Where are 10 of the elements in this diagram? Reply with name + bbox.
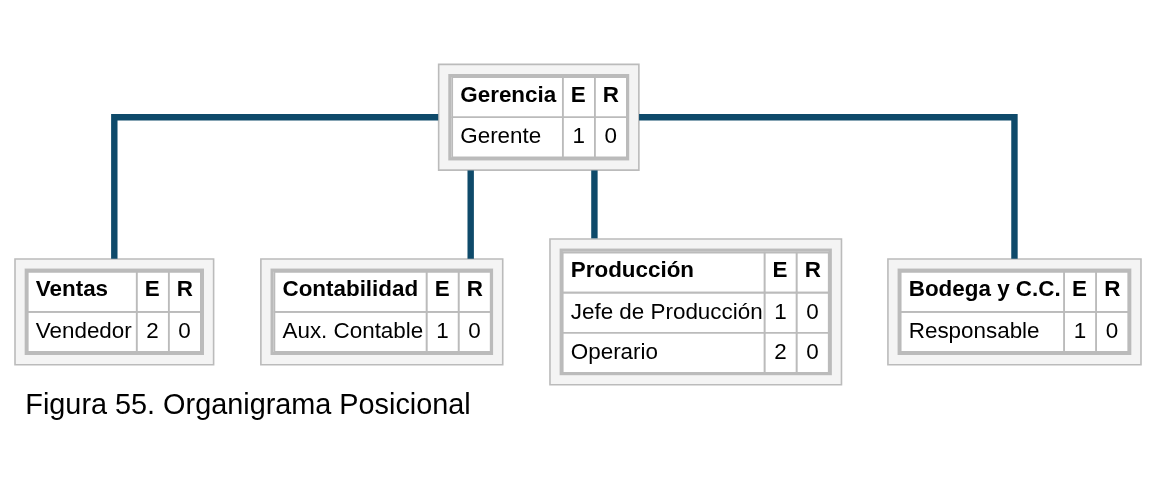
connector [591,170,598,239]
connector [639,114,1018,259]
node-box: Producción E R Jefe de Producción 1 0 Operario 2 0 [549,238,843,386]
node-box: Ventas E R Vendedor 2 0 [14,258,215,366]
node-box: Contabilidad E R Aux. Contable 1 0 [260,258,504,366]
node-box: Bodega y C.C. E R Responsable 1 0 [887,258,1142,366]
caption: Figura 55. Organigrama Posicional [25,388,471,421]
connector [111,114,439,259]
node-box: Gerencia E R Gerente 1 0 [437,63,640,171]
connector [467,170,474,259]
